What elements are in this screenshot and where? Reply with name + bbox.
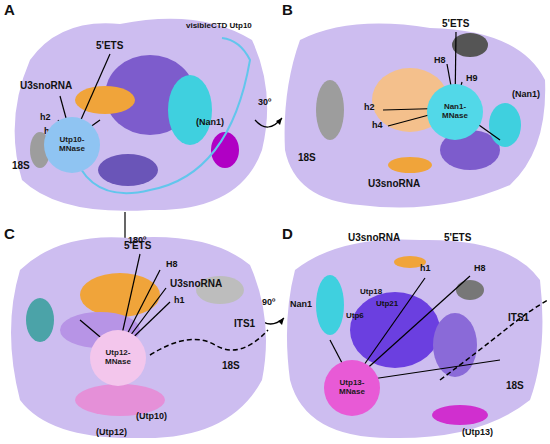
structure-label: U3snoRNA <box>170 278 222 289</box>
structure-label: H8 <box>166 260 178 270</box>
structure-label: Utp18 <box>360 288 382 297</box>
structure-label: h2 <box>364 103 375 113</box>
protein-density <box>26 298 54 342</box>
protein-density <box>98 154 158 186</box>
structure-label: 5'ETS <box>442 18 469 29</box>
rrna-density <box>456 280 484 300</box>
particle-surface <box>11 237 266 438</box>
mnase-circle: Utp10-MNase <box>44 117 100 173</box>
structure-label: h4 <box>372 121 383 131</box>
structure-label: 18S <box>222 360 240 371</box>
arrow-head <box>276 118 282 125</box>
arrow-head <box>278 318 284 325</box>
mnase-circle: Utp13-MNase <box>324 360 380 416</box>
rrna-density <box>316 80 344 140</box>
mnase-circle: Nan1-MNase <box>427 84 483 140</box>
node-text: Utp12-MNase <box>96 349 140 367</box>
structure-label: 90º <box>262 298 275 308</box>
structure-label: (Nan1) <box>512 90 540 100</box>
structure-label: Utp21 <box>376 300 398 309</box>
structure-label: visibleCTD Utp10 <box>186 22 252 31</box>
structure-label: Utp6 <box>346 312 364 321</box>
panel-letter: A <box>4 2 15 19</box>
structure-label: H8 <box>434 56 446 66</box>
rotation-arrow <box>255 118 282 127</box>
panel-letter: D <box>282 226 293 243</box>
structure-label: h2 <box>40 113 51 123</box>
u3-density <box>80 273 160 317</box>
protein-density <box>168 75 212 145</box>
protein-density <box>433 313 477 377</box>
particle-surface <box>285 24 546 208</box>
structure-label: H8 <box>474 264 486 274</box>
protein-density <box>489 103 521 147</box>
particle-surface <box>287 239 543 438</box>
structure-label: U3snoRNA <box>348 232 400 243</box>
structure-label: (Nan1) <box>196 118 224 128</box>
structure-label: ITS1 <box>508 312 529 323</box>
u3-density <box>75 86 135 114</box>
structure-label: U3snoRNA <box>20 80 72 91</box>
structure-label: U3snoRNA <box>368 178 420 189</box>
structure-label: 18S <box>12 160 30 171</box>
structure-label: 18S <box>506 380 524 391</box>
structure-label: h1 <box>420 264 431 274</box>
its1-path <box>150 330 268 355</box>
structure-label: h1 <box>174 296 185 306</box>
structure-label: 18S <box>298 152 316 163</box>
structure-label: 5'ETS <box>96 40 123 51</box>
u3-density <box>388 157 432 173</box>
structure-label: (Utp13) <box>462 428 493 438</box>
node-text: Utp13-MNase <box>330 379 374 397</box>
rrna-density <box>452 33 488 57</box>
structure-label: ITS1 <box>234 318 255 329</box>
node-text: Nan1-MNase <box>433 103 477 121</box>
structure-label: (Utp12) <box>96 428 127 438</box>
panel-letter: B <box>282 2 293 19</box>
structure-label: H9 <box>466 74 478 84</box>
protein-density <box>432 405 488 425</box>
utp10-ctd-path <box>72 38 250 193</box>
structure-label: 5'ETS <box>124 240 151 251</box>
node-text: Utp10-MNase <box>50 136 94 154</box>
its1-path <box>440 300 548 380</box>
structure-label: (Utp10) <box>136 412 167 422</box>
structure-label: 5'ETS <box>444 232 471 243</box>
structure-label: 30º <box>258 98 271 108</box>
particle-surface <box>15 19 268 211</box>
mnase-circle: Utp12-MNase <box>90 330 146 386</box>
protein-density <box>316 275 344 335</box>
panel-letter: C <box>4 226 15 243</box>
protein-density <box>350 292 440 368</box>
structure-label: Nan1 <box>290 300 312 310</box>
